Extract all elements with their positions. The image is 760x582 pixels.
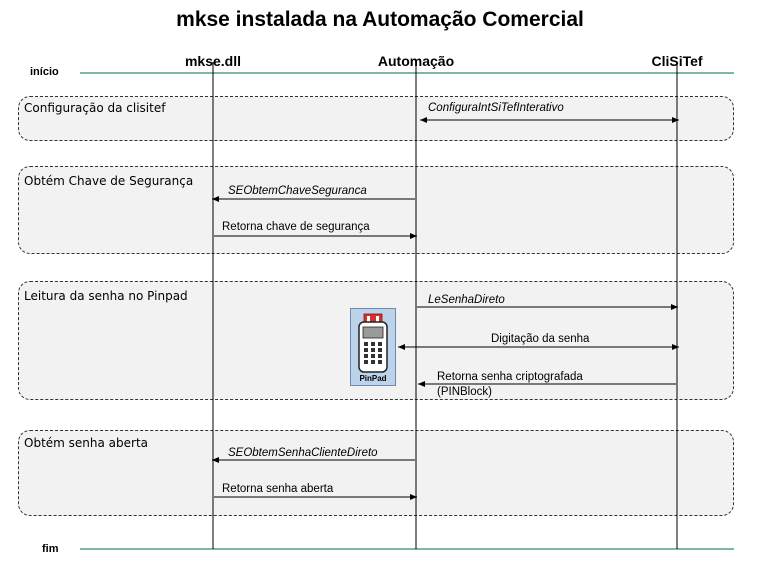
section-chave: Obtém Chave de Segurança (18, 166, 734, 254)
lane-label-automacao: Automação (377, 53, 455, 69)
section-label-leitura: Leitura da senha no Pinpad (24, 289, 188, 303)
message-retorna-cripto-line2: (PINBlock) (437, 386, 492, 398)
end-label: fim (42, 543, 59, 555)
message-retorna-cripto: Retorna senha criptografada (437, 371, 583, 383)
section-label-config: Configuração da clisitef (24, 101, 166, 115)
message-obtem-senha: SEObtemSenhaClienteDireto (228, 447, 378, 459)
message-configura: ConfiguraIntSiTefInterativo (428, 102, 564, 114)
lane-label-mkse-dll: mkse.dll (184, 53, 242, 69)
lane-label-clisitef: CliSiTef (651, 53, 703, 69)
message-retorna-chave: Retorna chave de segurança (222, 221, 370, 233)
pinpad-label: PinPad (359, 374, 387, 383)
message-le-senha: LeSenhaDireto (428, 294, 505, 306)
start-label: início (30, 66, 59, 78)
diagram-title: mkse instalada na Automação Comercial (176, 8, 584, 31)
section-label-chave: Obtém Chave de Segurança (24, 174, 194, 188)
message-retorna-aberta: Retorna senha aberta (222, 483, 334, 495)
message-digitacao: Digitação da senha (491, 333, 590, 345)
pinpad-icon: PinPad (350, 308, 396, 386)
section-senha-aberta: Obtém senha aberta (18, 430, 734, 516)
section-label-senha-aberta: Obtém senha aberta (24, 436, 149, 450)
pinpad-device-graphic (358, 313, 388, 373)
message-obtem-chave: SEObtemChaveSeguranca (228, 185, 367, 197)
